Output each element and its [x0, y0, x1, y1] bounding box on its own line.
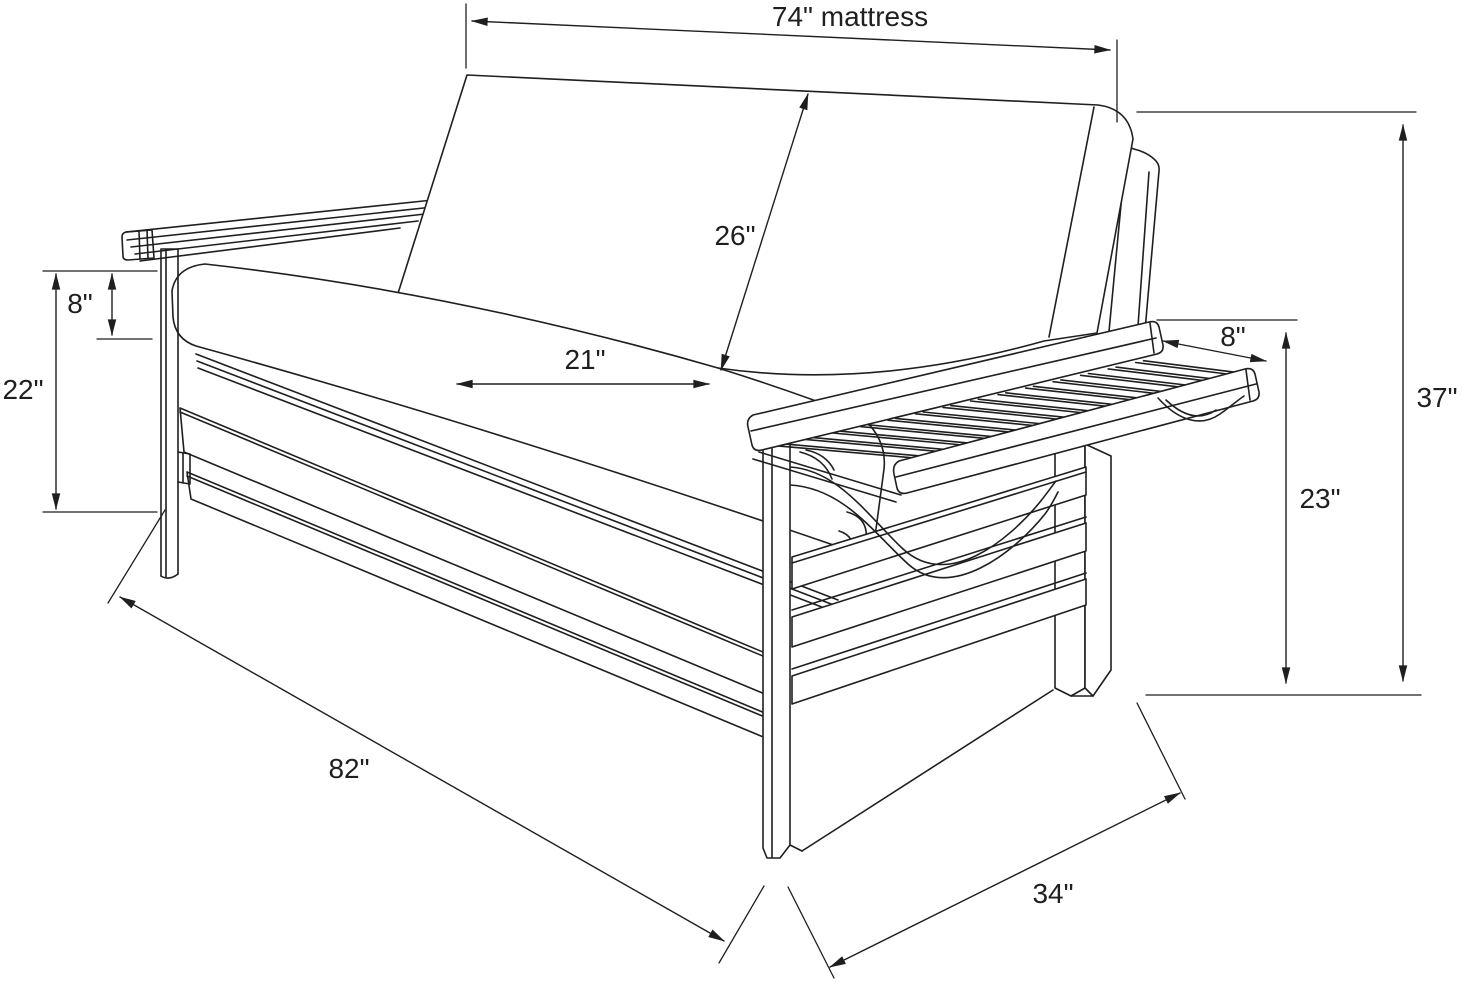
side-board-middle: [791, 522, 1087, 648]
side-board-top: [791, 466, 1087, 590]
left-post-foot: [160, 573, 179, 579]
dim-label-overall-length: 82": [328, 753, 369, 784]
left-post-bracket: [177, 451, 191, 485]
dim-label-backrest: 26": [714, 220, 755, 251]
left-frame-post: [160, 248, 191, 579]
base-bottom-cutout-edge: [801, 689, 1054, 852]
dim-overall-depth-34: 34": [787, 702, 1186, 979]
left-armrest: [121, 199, 434, 262]
tray-inner-rail: [746, 320, 1164, 452]
dim-label-armrest-height: 23": [1299, 483, 1340, 514]
dim-label-armrest-width: 8": [1220, 321, 1246, 352]
tray-rear-bracket: [1157, 395, 1245, 422]
seat-deck-edge: [195, 353, 841, 615]
side-board-bottom: [791, 578, 1087, 705]
futon-drawing: [121, 74, 1260, 859]
tray-slats: [777, 359, 1240, 459]
right-side-panel: [791, 466, 1087, 852]
dim-armrest-width-8: 8": [1162, 321, 1267, 363]
left-armrest-end-caps: [121, 229, 155, 261]
dim-seat-depth: 21": [455, 344, 711, 389]
back-cushion-side-edge: [1048, 106, 1095, 338]
dim-label-overall-depth: 34": [1032, 878, 1073, 909]
back-frame-board-edge: [1136, 171, 1150, 341]
dim-overall-length-82: 82": [107, 509, 765, 964]
dim-left-height-22: 22": [2, 272, 158, 513]
dim-armrest-height-23: 23": [1156, 319, 1341, 685]
dim-backrest-height: 26": [714, 93, 809, 371]
dim-mattress-width: 74" mattress: [465, 1, 1118, 123]
dim-overall-height-37: 37": [1136, 111, 1458, 696]
dim-label-mattress: 74" mattress: [772, 1, 928, 32]
dim-label-overall-height: 37": [1416, 382, 1457, 413]
front-right-leg: [762, 443, 803, 859]
tray-front-bracket: [799, 449, 835, 480]
armrest-apron-curves: [789, 466, 1059, 579]
tray-outer-rail: [892, 367, 1260, 495]
dim-label-seat-thickness: 8": [67, 288, 93, 319]
dim-label-seat-depth: 21": [564, 344, 605, 375]
dim-left-upper-8: 8": [42, 270, 158, 340]
dim-label-left-height: 22": [2, 374, 43, 405]
